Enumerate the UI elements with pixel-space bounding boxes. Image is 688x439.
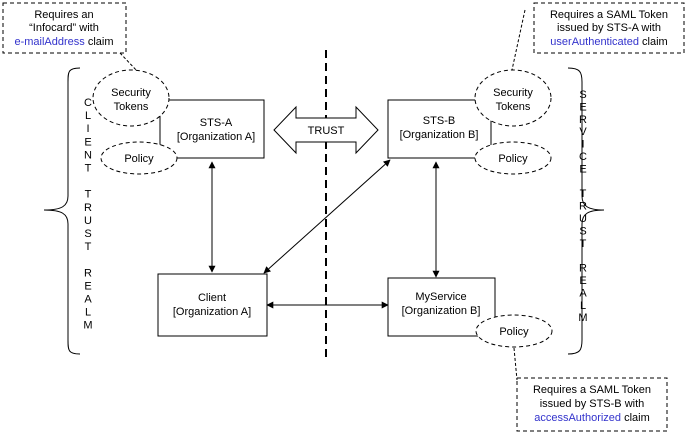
- realm-service-letter: S: [579, 89, 586, 101]
- realm-client-letter: E: [84, 136, 91, 148]
- note-stsb-suffix: claim: [639, 36, 668, 48]
- realm-service-letter: R: [579, 201, 587, 213]
- note-infocard-line2: “Infocard” with: [29, 22, 99, 34]
- realm-client-letter: R: [84, 267, 92, 279]
- tokens-right-line2: Tokens: [496, 101, 531, 113]
- ellipse-policy-service: Policy: [475, 314, 553, 348]
- trust-label: TRUST: [308, 125, 345, 137]
- realm-client-letter: N: [84, 149, 92, 161]
- tokens-right-line1: Security: [493, 87, 533, 99]
- realm-client-letter: S: [84, 228, 91, 240]
- realm-service-letter: E: [579, 163, 586, 175]
- realm-service-letter: T: [580, 188, 587, 200]
- node-sts-a: STS-A [Organization A]: [159, 99, 265, 159]
- note-stsb-connector: [511, 9, 526, 71]
- node-myservice-name: MyService: [415, 291, 466, 303]
- note-service-suffix: claim: [621, 412, 650, 424]
- policy-left-label: Policy: [124, 153, 154, 165]
- realm-service-letter: C: [579, 151, 587, 163]
- note-service-line2: issued by STS-B with: [540, 398, 645, 410]
- realm-service-letter: R: [579, 263, 587, 275]
- realm-service-letter: U: [579, 213, 587, 225]
- realm-client-letter: R: [84, 202, 92, 214]
- arrow-client-stsb: [263, 159, 391, 274]
- node-sts-b-org: [Organization B]: [400, 129, 479, 141]
- realm-service-letter: V: [579, 126, 587, 138]
- ellipse-policy-left: Policy: [100, 141, 178, 175]
- note-infocard-line3: e-mailAddress claim: [14, 36, 113, 48]
- realm-client-letter: M: [83, 320, 92, 332]
- note-infocard-line1: Requires an: [34, 9, 93, 21]
- realm-service-letter: E: [579, 101, 586, 113]
- realm-client-letter: E: [84, 280, 91, 292]
- note-service-claim: accessAuthorized: [534, 412, 621, 424]
- realm-client-letter: I: [86, 123, 89, 135]
- realm-client-letter: A: [84, 294, 92, 306]
- note-service-token: Requires a SAML Token issued by STS-B wi…: [516, 377, 668, 432]
- realm-service-letter: I: [581, 139, 584, 151]
- note-infocard: Requires an “Infocard” with e-mailAddres…: [2, 2, 127, 54]
- realm-service-letter: T: [580, 238, 587, 250]
- tokens-left-line2: Tokens: [114, 101, 149, 113]
- ellipse-security-tokens-right: Security Tokens: [474, 69, 552, 127]
- realm-service-letter: L: [580, 300, 586, 312]
- realm-client-letter: U: [84, 215, 92, 227]
- node-client: Client [Organization A]: [157, 273, 268, 337]
- client-realm-brace: [43, 67, 81, 355]
- policy-service-label: Policy: [499, 326, 529, 338]
- node-sts-b-name: STS-B: [423, 115, 455, 127]
- node-sts-a-org: [Organization A]: [177, 131, 255, 143]
- note-service-line1: Requires a SAML Token: [533, 384, 651, 396]
- note-infocard-connector: [119, 52, 139, 73]
- tokens-left-line1: Security: [111, 87, 151, 99]
- node-sts-b: STS-B [Organization B]: [387, 99, 492, 159]
- note-stsb-token: Requires a SAML Token issued by STS-A wi…: [533, 2, 685, 54]
- note-service-connector: [513, 347, 518, 381]
- realm-client-letter: T: [85, 189, 92, 201]
- ellipse-security-tokens-left: Security Tokens: [92, 69, 170, 127]
- ellipse-policy-right: Policy: [474, 141, 552, 175]
- realm-client-letter: L: [85, 307, 91, 319]
- note-infocard-claim: e-mailAddress: [14, 36, 85, 48]
- policy-right-label: Policy: [498, 153, 528, 165]
- realm-client-letter: L: [85, 110, 91, 122]
- realm-service-letter: E: [579, 275, 586, 287]
- node-myservice-org: [Organization B]: [402, 305, 481, 317]
- realm-service-letter: R: [579, 114, 587, 126]
- note-stsb-line2: issued by STS-A with: [557, 22, 661, 34]
- node-client-org: [Organization A]: [173, 306, 251, 318]
- realm-client-letter: T: [85, 163, 92, 175]
- realm-service-letter: A: [579, 287, 587, 299]
- realm-service-letter: S: [579, 225, 586, 237]
- note-stsb-line3: userAuthenticated claim: [550, 36, 667, 48]
- note-service-line3: accessAuthorized claim: [534, 412, 650, 424]
- node-sts-a-name: STS-A: [200, 117, 233, 129]
- realm-client-letter: T: [85, 241, 92, 253]
- realm-service-letter: M: [578, 312, 587, 324]
- trust-arrow: [273, 105, 379, 155]
- realm-client-letter: C: [84, 97, 92, 109]
- note-stsb-line1: Requires a SAML Token: [550, 9, 668, 21]
- node-client-name: Client: [198, 292, 226, 304]
- service-realm-brace: [567, 67, 605, 355]
- note-stsb-claim: userAuthenticated: [550, 36, 639, 48]
- note-infocard-suffix: claim: [85, 36, 114, 48]
